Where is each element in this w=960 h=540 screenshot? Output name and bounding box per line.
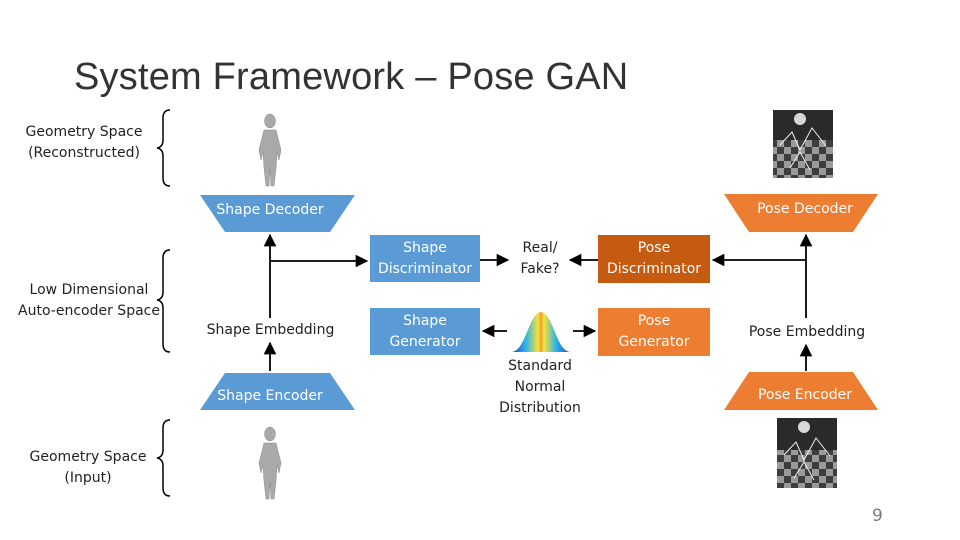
pose-render-top-icon [773, 110, 833, 178]
slide-title: System Framework – Pose GAN [74, 56, 629, 98]
pose-render-bottom-icon [777, 418, 837, 488]
label-line: (Reconstructed) [28, 145, 140, 161]
geometry-space-input-label: Geometry Space (Input) [18, 447, 158, 489]
human-figure-bottom-icon [258, 426, 282, 500]
bracket-geometry-bottom [156, 419, 171, 497]
label-line: Normal [514, 379, 566, 395]
label-line: Pose [637, 240, 671, 256]
shape-discriminator-shape [370, 235, 480, 282]
label-line: Distribution [499, 400, 581, 416]
real-fake-label: Real/ Fake? [510, 238, 570, 280]
human-figure-top-icon [258, 113, 282, 187]
label-line: Auto-encoder Space [18, 303, 160, 319]
label-line: Discriminator [377, 260, 473, 277]
geometry-space-reconstructed-label: Geometry Space (Reconstructed) [14, 122, 154, 164]
page-number: 9 [872, 506, 883, 526]
shape-generator-shape [370, 308, 480, 355]
label-line: Real/ [522, 240, 558, 256]
shape-decoder-label: Shape Decoder [216, 202, 324, 218]
pose-decoder-label: Pose Decoder [757, 201, 853, 217]
pose-encoder-label: Pose Encoder [757, 387, 853, 403]
shape-encoder-label: Shape Encoder [217, 388, 323, 404]
bracket-latent [156, 249, 171, 353]
label-line: Geometry Space [29, 449, 147, 465]
label-line: Low Dimensional [29, 282, 149, 298]
latent-space-label: Low Dimensional Auto-encoder Space [4, 280, 174, 322]
label-line: Pose [637, 313, 671, 329]
pose-generator-shape [598, 308, 710, 356]
label-line: Shape [403, 312, 447, 329]
bracket-geometry-top [156, 109, 171, 187]
shape-encoder-shape [200, 373, 355, 410]
label-line: (Input) [64, 470, 112, 486]
pose-embedding-label: Pose Embedding [748, 324, 866, 340]
shape-decoder-shape [200, 195, 355, 232]
normal-distribution-icon [511, 312, 571, 352]
label-line: Generator [389, 333, 461, 350]
pose-discriminator-shape [598, 235, 710, 283]
normal-distribution-label: Standard Normal Distribution [490, 356, 590, 419]
label-line: Discriminator [606, 261, 702, 277]
label-line: Standard [508, 358, 572, 374]
label-line: Geometry Space [25, 124, 143, 140]
pose-encoder-shape [724, 372, 878, 410]
pose-decoder-shape [724, 194, 878, 232]
label-line: Shape [403, 239, 447, 256]
label-line: Fake? [520, 261, 560, 277]
label-line: Generator [618, 334, 690, 350]
shape-embedding-label: Shape Embedding [206, 322, 335, 338]
